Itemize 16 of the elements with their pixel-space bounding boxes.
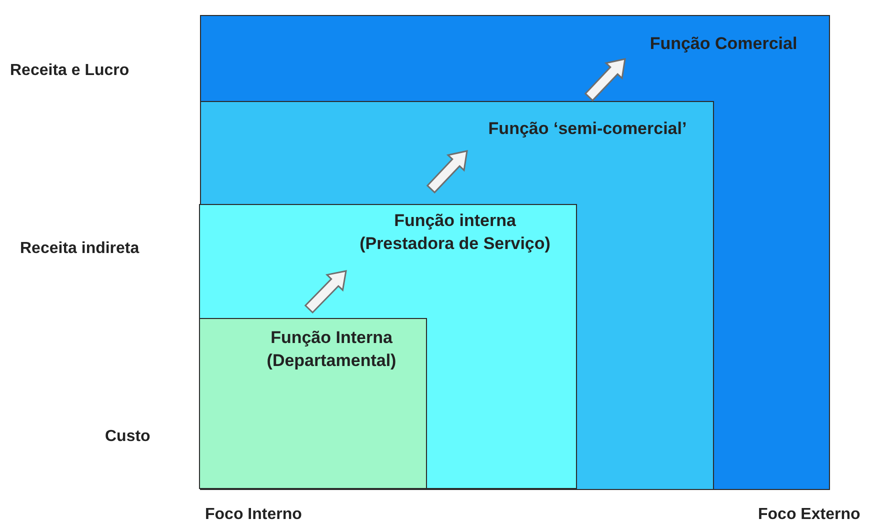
axis-label: Custo [105,428,150,446]
box-title: Função Interna (Departamental) [266,326,398,372]
nested-box [200,15,830,490]
axis-label: Foco Externo [758,506,860,524]
box-title: Função Comercial [648,33,798,55]
box-title: Função interna (Prestadora de Serviço) [358,210,552,255]
axis-label: Foco Interno [205,506,302,524]
block-arrow [426,150,468,194]
nested-box [199,204,577,489]
box-title: Função ‘semi-comercial’ [487,118,688,140]
nested-box [200,100,714,490]
axis-label: Receita indireta [20,240,140,258]
nested-box [198,318,426,488]
axis-label: Receita e Lucro [10,62,130,80]
block-arrow [584,58,626,102]
block-arrow [304,270,347,314]
